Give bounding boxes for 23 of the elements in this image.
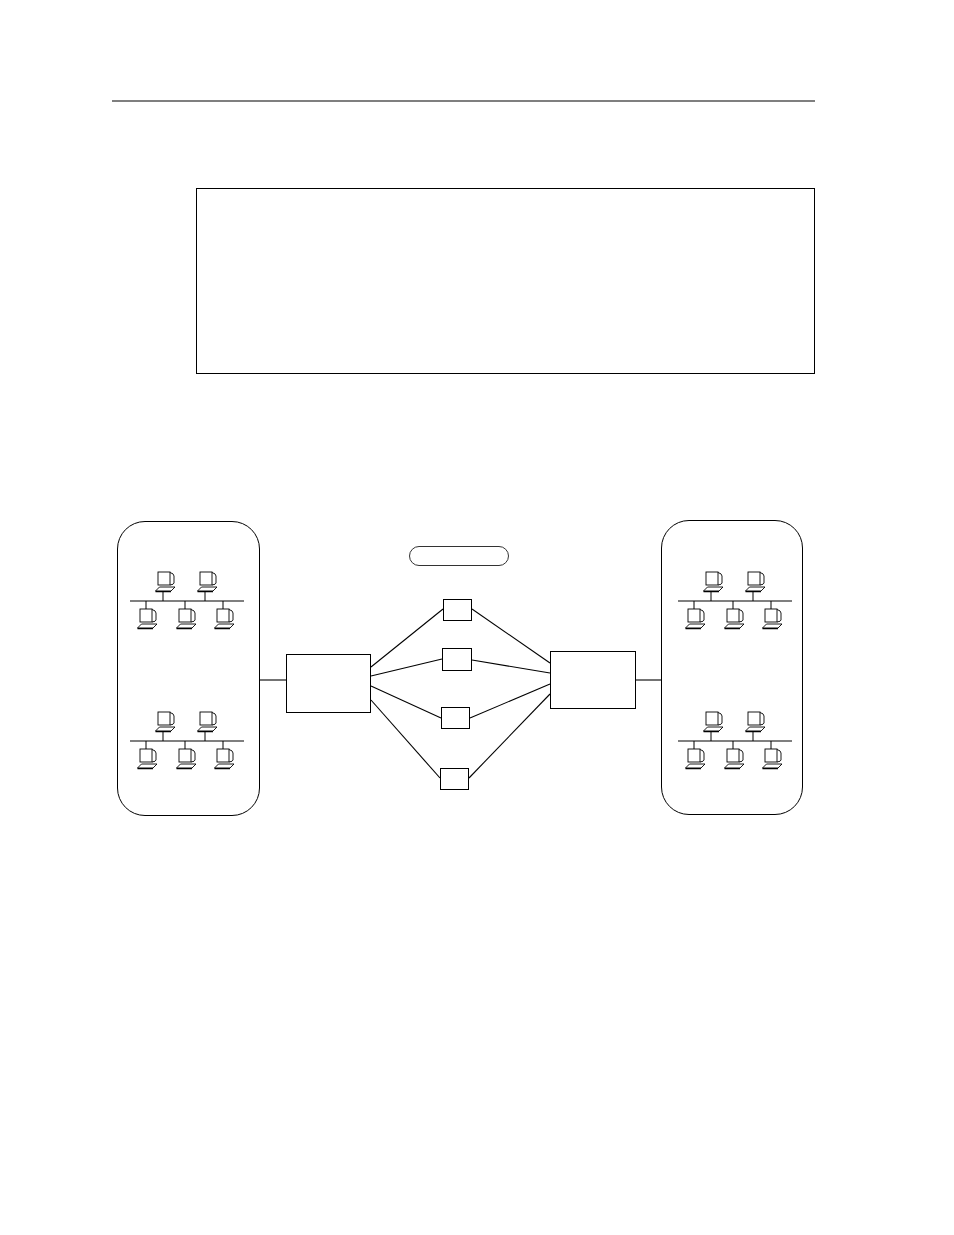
- small-box: [440, 768, 469, 790]
- large-box: [550, 651, 636, 709]
- connector-line: [259, 679, 287, 681]
- rounded-panel: [117, 521, 260, 816]
- connector-line: [370, 685, 442, 719]
- rounded-panel: [661, 520, 803, 815]
- frame-box: [196, 188, 815, 374]
- connector-line: [471, 608, 551, 664]
- network-drawing: [130, 711, 246, 771]
- connector-line: [471, 659, 551, 674]
- connector-line: [370, 658, 443, 677]
- small-box: [441, 707, 470, 729]
- connector-line: [370, 608, 444, 668]
- large-box: [286, 654, 371, 713]
- connector-line: [468, 693, 551, 779]
- connector-line: [469, 683, 551, 719]
- small-box: [442, 648, 472, 671]
- network-drawing: [130, 571, 246, 631]
- connector-line: [635, 679, 662, 681]
- connector-line: [370, 699, 441, 779]
- network-drawing: [678, 711, 794, 771]
- small-box: [443, 599, 472, 621]
- network-drawing: [678, 571, 794, 631]
